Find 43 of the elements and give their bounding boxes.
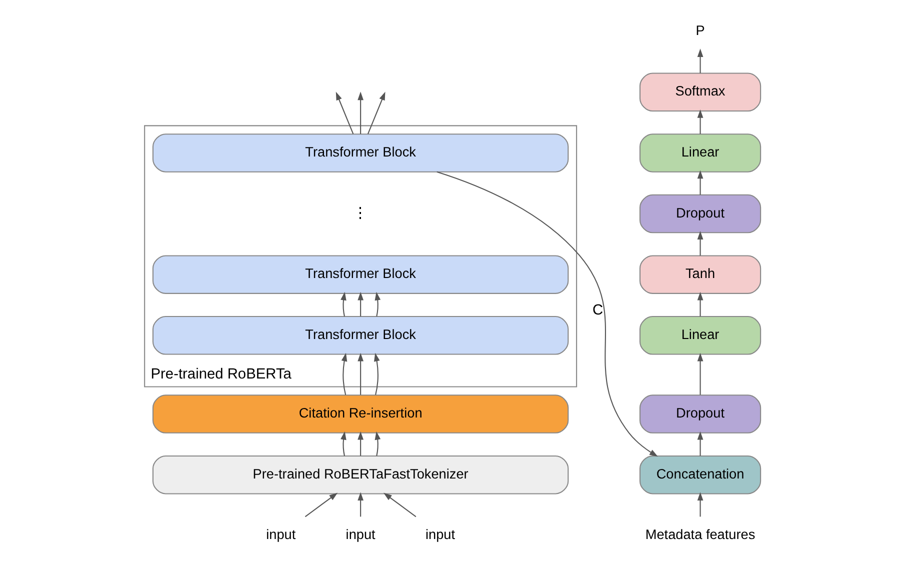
node-text: Metadata features xyxy=(645,527,756,542)
node-box: Linear xyxy=(639,134,762,172)
node-text: input xyxy=(346,527,376,542)
arrow xyxy=(697,170,704,195)
node-box: Transformer Block xyxy=(152,255,569,294)
arrow xyxy=(374,352,380,395)
arrow xyxy=(358,92,364,134)
arrow xyxy=(374,431,381,456)
arrow xyxy=(697,109,704,134)
node-text: P xyxy=(696,22,705,38)
arrow xyxy=(340,292,346,317)
arrow xyxy=(697,492,704,517)
arrow xyxy=(336,92,354,134)
node-box: Softmax xyxy=(639,72,762,112)
arrow xyxy=(358,292,364,316)
node-box: Transformer Block xyxy=(152,134,569,172)
arrow xyxy=(697,231,704,256)
node-box: Dropout xyxy=(639,194,762,234)
arrow xyxy=(341,352,348,395)
arrow xyxy=(697,292,704,316)
arrow xyxy=(358,352,364,395)
label: ⋮ xyxy=(353,206,368,222)
node-text: input xyxy=(425,527,456,542)
arrow xyxy=(697,431,704,456)
node-box: Tanh xyxy=(639,255,762,294)
arrow xyxy=(304,492,338,518)
arrow xyxy=(367,92,386,134)
arrow xyxy=(340,431,346,456)
arrow xyxy=(436,171,658,457)
arrow xyxy=(383,492,416,518)
arrow xyxy=(697,48,704,74)
node-text: input xyxy=(266,527,296,542)
node-box: Pre-trained RoBERTaFastTokenizer xyxy=(152,455,569,494)
edge-label: C xyxy=(592,302,604,318)
arrow xyxy=(697,352,704,395)
node-box: Linear xyxy=(639,316,762,355)
arrow xyxy=(358,492,364,517)
node-box: Concatenation xyxy=(639,455,762,494)
node-box: Citation Re-insertion xyxy=(152,394,569,434)
node-box: Transformer Block xyxy=(152,316,569,355)
arrow xyxy=(374,292,381,317)
arrow xyxy=(358,431,364,456)
node-box: Dropout xyxy=(639,394,762,434)
